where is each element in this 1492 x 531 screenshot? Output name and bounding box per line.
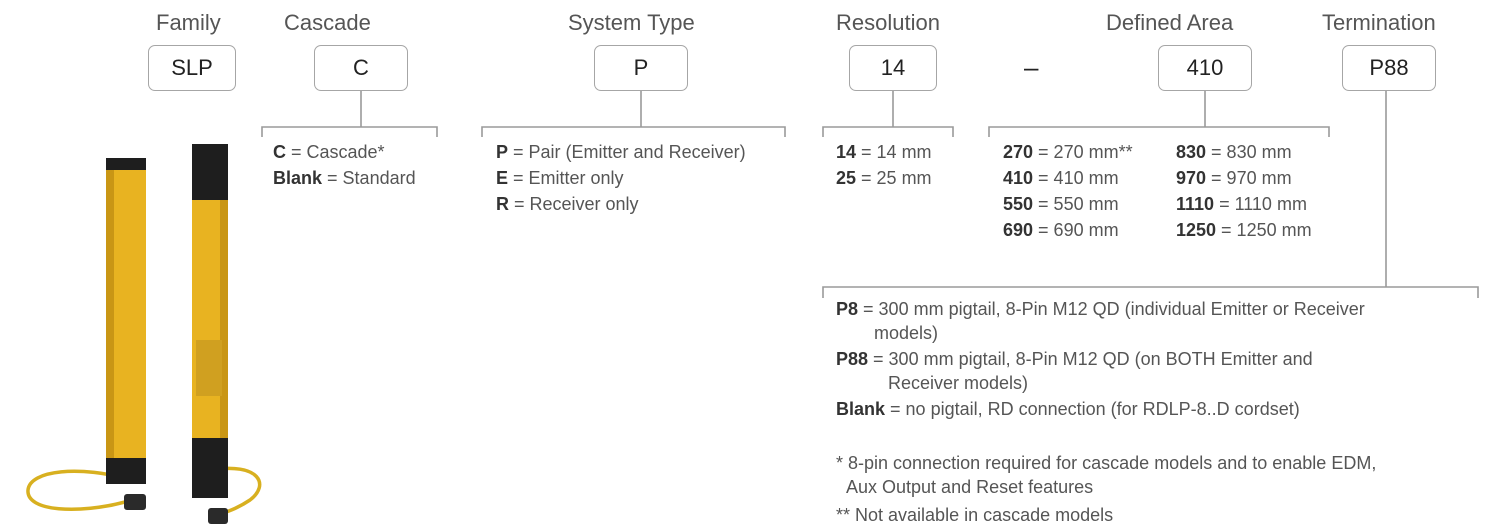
box-termination: P88 bbox=[1342, 45, 1436, 91]
header-family: Family bbox=[156, 10, 221, 35]
footnote-not-available: ** Not available in cascade models bbox=[836, 505, 1114, 525]
list-item: 970 = 970 mm bbox=[1176, 168, 1292, 188]
box-resolution: 14 bbox=[849, 45, 937, 91]
header-defined-area: Defined Area bbox=[1106, 10, 1234, 35]
system-type-options: P = Pair (Emitter and Receiver) E = Emit… bbox=[496, 139, 746, 217]
footnotes: * 8-pin connection required for cascade … bbox=[836, 451, 1376, 527]
resolution-options: 14 = 14 mm 25 = 25 mm bbox=[836, 139, 932, 191]
sensor-product-image bbox=[26, 144, 262, 524]
list-item: 270 = 270 mm** bbox=[1003, 142, 1133, 162]
list-item: 550 = 550 mm bbox=[1003, 194, 1119, 214]
footnote-cascade-cont: Aux Output and Reset features bbox=[846, 477, 1094, 497]
box-system-type: P bbox=[594, 45, 688, 91]
list-item: Blank = no pigtail, RD connection (for R… bbox=[836, 399, 1300, 419]
header-termination: Termination bbox=[1322, 10, 1436, 35]
list-item: 830 = 830 mm bbox=[1176, 142, 1292, 162]
header-cascade: Cascade bbox=[284, 10, 371, 35]
list-item: C = Cascade* bbox=[273, 142, 385, 162]
box-defined-area: 410 bbox=[1158, 45, 1252, 91]
box-cascade: C bbox=[314, 45, 408, 91]
list-item: 690 = 690 mm bbox=[1003, 220, 1119, 240]
list-item: P88 = 300 mm pigtail, 8-Pin M12 QD (on B… bbox=[836, 349, 1313, 393]
list-item: R = Receiver only bbox=[496, 194, 639, 214]
defined-area-options-col1: 270 = 270 mm** 410 = 410 mm 550 = 550 mm… bbox=[1003, 139, 1133, 243]
list-item: Blank = Standard bbox=[273, 168, 416, 188]
header-system-type: System Type bbox=[568, 10, 695, 35]
box-family: SLP bbox=[148, 45, 236, 91]
list-item: 410 = 410 mm bbox=[1003, 168, 1119, 188]
list-item: 1250 = 1250 mm bbox=[1176, 220, 1312, 240]
list-item: 25 = 25 mm bbox=[836, 168, 932, 188]
list-item: 14 = 14 mm bbox=[836, 142, 932, 162]
footnote-cascade: * 8-pin connection required for cascade … bbox=[836, 453, 1377, 473]
cascade-options: C = Cascade* Blank = Standard bbox=[273, 139, 416, 191]
defined-area-options-col2: 830 = 830 mm 970 = 970 mm 1110 = 1110 mm… bbox=[1176, 139, 1312, 243]
list-item: E = Emitter only bbox=[496, 168, 624, 188]
list-item: P8 = 300 mm pigtail, 8-Pin M12 QD (indiv… bbox=[836, 299, 1365, 343]
list-item: 1110 = 1110 mm bbox=[1176, 194, 1307, 214]
header-resolution: Resolution bbox=[836, 10, 940, 35]
list-item: P = Pair (Emitter and Receiver) bbox=[496, 142, 746, 162]
separator-dash: – bbox=[1024, 52, 1039, 82]
termination-options: P8 = 300 mm pigtail, 8-Pin M12 QD (indiv… bbox=[836, 297, 1365, 421]
